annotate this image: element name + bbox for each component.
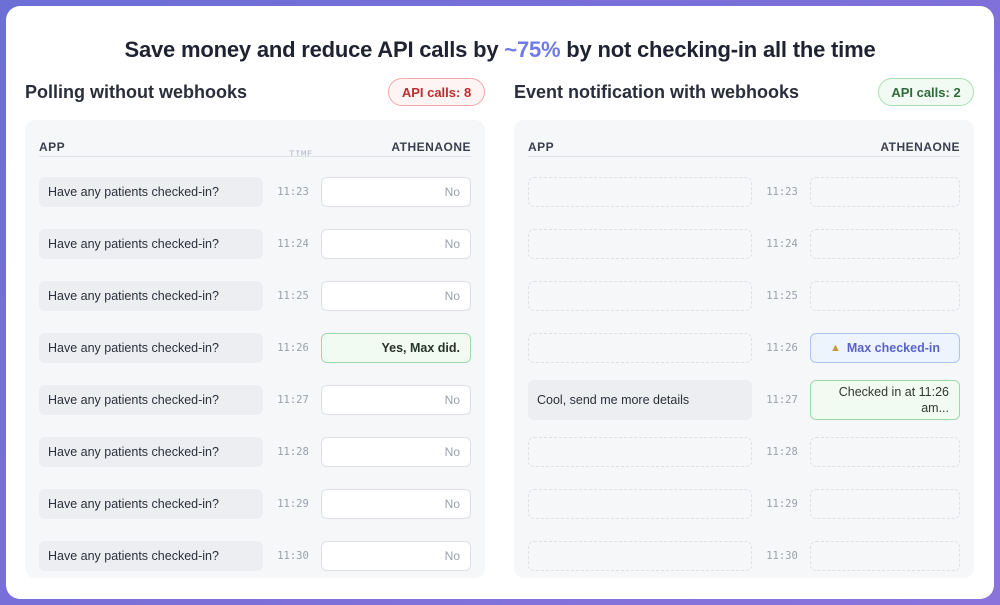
app-message: Have any patients checked-in? (39, 489, 263, 519)
ehr-response: No (321, 229, 471, 259)
empty-ehr-slot (810, 541, 960, 571)
right-col-ehr: ATHENAONE (880, 140, 960, 154)
row-time: 11:30 (277, 550, 309, 562)
left-col-ehr: ATHENAONE (391, 140, 471, 154)
row-time: 11:27 (277, 394, 309, 406)
empty-app-slot (528, 177, 752, 207)
row-time: 11:28 (766, 446, 798, 458)
table-row: 11:28 (514, 437, 974, 467)
row-time: 11:25 (766, 290, 798, 302)
app-message: Have any patients checked-in? (39, 281, 263, 311)
left-api-calls-badge: API calls: 8 (388, 78, 485, 106)
table-row: Have any patients checked-in? 11:27 No (25, 385, 485, 415)
table-row: 11:23 (514, 177, 974, 207)
table-row: Cool, send me more details 11:27 Checked… (514, 380, 974, 420)
ehr-detail-response: Checked in at 11:26 am... (810, 380, 960, 420)
app-message: Have any patients checked-in? (39, 541, 263, 571)
empty-ehr-slot (810, 281, 960, 311)
empty-app-slot (528, 229, 752, 259)
empty-ehr-slot (810, 489, 960, 519)
left-panel-title: Polling without webhooks (25, 82, 247, 102)
table-row: Have any patients checked-in? 11:23 No (25, 177, 485, 207)
comparison-card: Save money and reduce API calls by ~75% … (6, 6, 994, 599)
left-col-time: TIME (289, 150, 313, 160)
ehr-response: No (321, 177, 471, 207)
ehr-response-yes: Yes, Max did. (321, 333, 471, 363)
table-row: 11:25 (514, 281, 974, 311)
row-time: 11:29 (277, 498, 309, 510)
left-header-divider (39, 156, 471, 157)
app-message: Cool, send me more details (528, 380, 752, 420)
table-row: 11:29 (514, 489, 974, 519)
app-message: Have any patients checked-in? (39, 229, 263, 259)
empty-app-slot (528, 281, 752, 311)
table-row: 11:30 (514, 541, 974, 571)
ehr-response: No (321, 541, 471, 571)
table-row: 11:24 (514, 229, 974, 259)
row-time: 11:26 (277, 342, 309, 354)
row-time: 11:23 (277, 186, 309, 198)
right-panel: APP ATHENAONE 11:23 11:24 11:25 11:26 ▲ M… (514, 120, 974, 578)
row-time: 11:27 (766, 394, 798, 406)
headline-accent: ~75% (504, 37, 561, 62)
empty-ehr-slot (810, 229, 960, 259)
row-time: 11:24 (766, 238, 798, 250)
table-row: Have any patients checked-in? 11:26 Yes,… (25, 333, 485, 363)
empty-app-slot (528, 437, 752, 467)
empty-app-slot (528, 541, 752, 571)
row-time: 11:30 (766, 550, 798, 562)
webhook-event: ▲ Max checked-in (810, 333, 960, 363)
table-row: 11:26 ▲ Max checked-in (514, 333, 974, 363)
table-row: Have any patients checked-in? 11:29 No (25, 489, 485, 519)
detail-line-1: Checked in at 11:26 (838, 385, 949, 399)
webhook-event-label: Max checked-in (846, 341, 940, 355)
app-message: Have any patients checked-in? (39, 177, 263, 207)
row-time: 11:24 (277, 238, 309, 250)
headline-prefix: Save money and reduce API calls by (124, 37, 505, 62)
right-panel-title: Event notification with webhooks (514, 82, 800, 102)
empty-app-slot (528, 333, 752, 363)
ehr-response: No (321, 437, 471, 467)
table-row: Have any patients checked-in? 11:25 No (25, 281, 485, 311)
row-time: 11:26 (766, 342, 798, 354)
right-header-divider (528, 156, 960, 157)
headline-suffix: by not checking-in all the time (560, 37, 876, 62)
empty-app-slot (528, 489, 752, 519)
table-row: Have any patients checked-in? 11:30 No (25, 541, 485, 571)
ehr-response: No (321, 281, 471, 311)
row-time: 11:23 (766, 186, 798, 198)
table-row: Have any patients checked-in? 11:28 No (25, 437, 485, 467)
row-time: 11:25 (277, 290, 309, 302)
empty-ehr-slot (810, 177, 960, 207)
app-message: Have any patients checked-in? (39, 333, 263, 363)
page-title: Save money and reduce API calls by ~75% … (6, 37, 994, 63)
ehr-response: No (321, 385, 471, 415)
row-time: 11:28 (277, 446, 309, 458)
left-panel: APP TIME ATHENAONE Have any patients che… (25, 120, 485, 578)
right-api-calls-badge: API calls: 2 (878, 78, 974, 106)
detail-line-2: am... (921, 401, 949, 415)
table-row: Have any patients checked-in? 11:24 No (25, 229, 485, 259)
ehr-response: No (321, 489, 471, 519)
right-col-app: APP (528, 140, 555, 154)
left-col-app: APP (39, 140, 66, 154)
empty-ehr-slot (810, 437, 960, 467)
app-message: Have any patients checked-in? (39, 437, 263, 467)
app-message: Have any patients checked-in? (39, 385, 263, 415)
row-time: 11:29 (766, 498, 798, 510)
bell-icon: ▲ (830, 342, 841, 354)
